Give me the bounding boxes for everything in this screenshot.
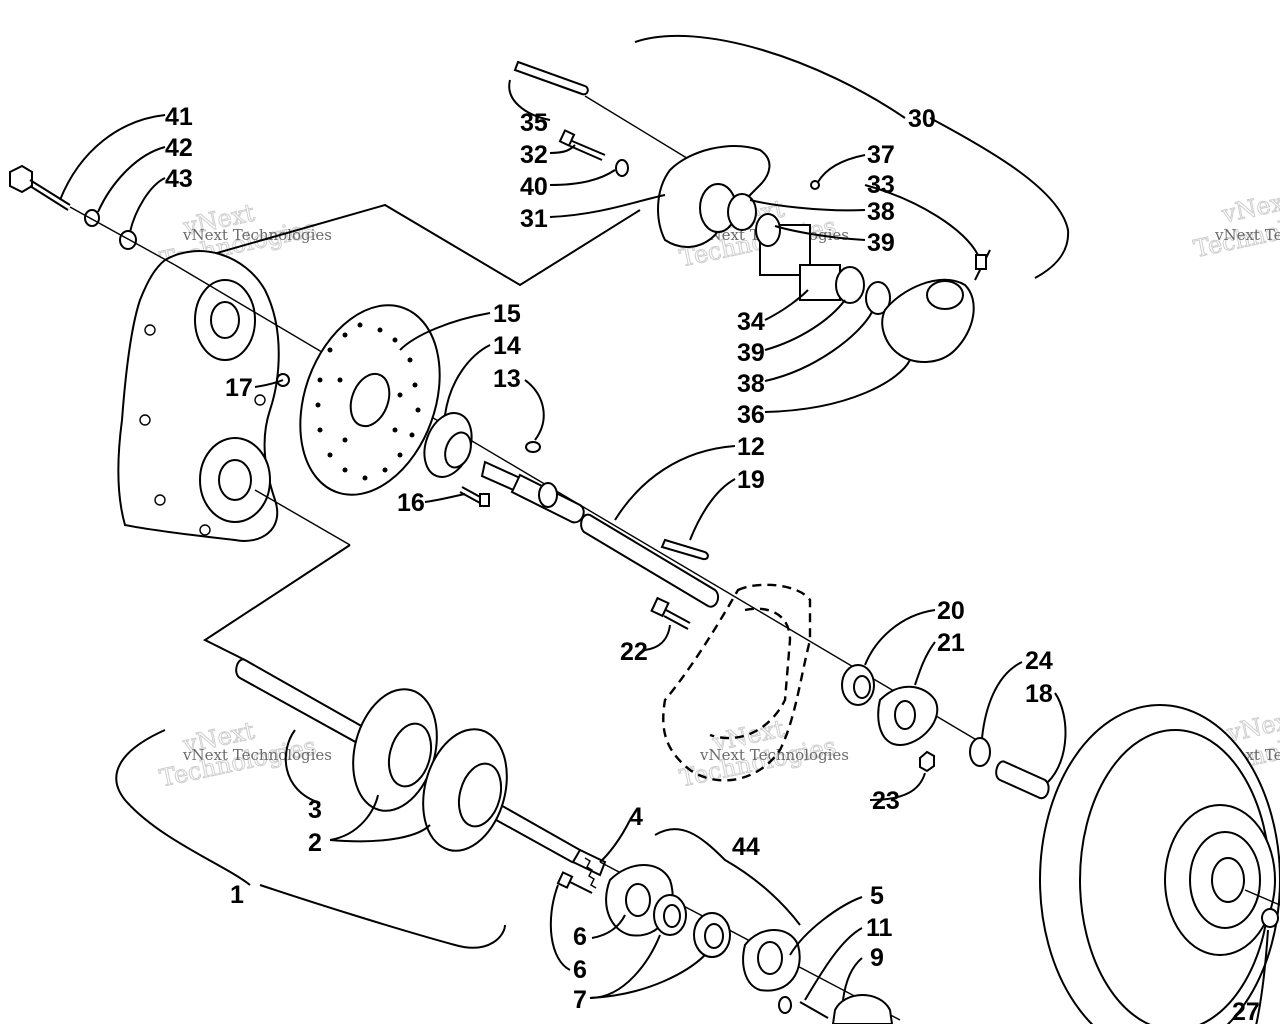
label-3: 3 [308,796,322,824]
label-39b: 39 [737,339,765,367]
piston-seal-set [727,193,891,315]
bracket-1 [115,729,506,949]
callout-labels: 41 42 43 35 32 40 31 30 37 33 38 39 34 3… [165,103,1260,1024]
spacer-18 [995,760,1050,800]
bolt-41 [9,164,71,211]
brake-pad-set [759,224,841,301]
bracket-30 [634,34,1070,279]
ring-24 [969,737,991,767]
label-15: 15 [493,300,521,328]
washer-42 [84,209,100,227]
label-30: 30 [908,105,936,133]
key-19 [660,538,709,561]
watermark-small: vNext Technologies [699,746,849,764]
label-42: 42 [165,134,193,162]
label-11: 11 [866,914,893,942]
label-18: 18 [1025,680,1053,708]
fitting-33 [974,249,991,281]
pin-35 [513,60,589,96]
label-27: 27 [1232,998,1260,1024]
label-38b: 38 [737,370,765,398]
label-43: 43 [165,165,193,193]
watermark-top-right: vNext Technologies [1191,186,1280,264]
bearing-5a [653,894,687,936]
label-36: 36 [737,401,765,429]
label-6b: 5 [870,882,884,910]
label-33: 33 [867,171,895,199]
brake-hub [423,412,473,478]
drive-sprocket-2 [422,728,508,852]
plate-9 [831,994,894,1024]
label-17: 17 [225,374,253,402]
label-22: 22 [620,638,648,666]
label-13: 13 [493,365,521,393]
label-7: 6 [573,956,587,984]
key-13 [525,441,541,453]
bolt-16 [459,486,490,507]
label-23: 23 [872,787,900,815]
bearing-housing-plate [662,583,812,782]
label-12: 12 [737,433,765,461]
spring-4 [584,857,597,889]
shaft-tube-19 [580,513,719,608]
label-24: 24 [1025,647,1053,675]
label-32: 32 [520,141,548,169]
axis-line [69,206,176,266]
label-37: 37 [867,141,895,169]
flange-21 [877,685,939,747]
label-5: 7 [573,986,587,1014]
bearing-5b [693,912,731,958]
label-1: 1 [230,881,244,909]
label-41: 41 [165,103,193,131]
label-31: 31 [520,205,548,233]
label-35: 35 [520,109,548,137]
assembly-outline-upper [174,203,641,287]
brake-disc [299,304,441,496]
nut-23 [919,750,935,773]
label-39a: 39 [867,229,895,257]
label-4: 4 [629,803,643,831]
bleeder-37 [810,180,820,190]
label-44: 44 [732,833,760,861]
bolt-22 [650,596,691,630]
label-20: 20 [937,597,965,625]
washer-27 [1261,908,1279,928]
label-21: 21 [937,629,965,657]
flange-plate-6b [742,929,801,992]
label-9: 9 [870,944,884,972]
bolt-7 [556,871,593,894]
label-6a: 6 [573,923,587,951]
bolt-32 [558,129,606,161]
assembly-outline-lower [202,544,351,661]
washer-40 [615,159,629,177]
caliper-axis [584,95,691,161]
watermark-small: vNext Technologies [182,746,332,764]
chaincase-housing [117,250,290,542]
label-34: 34 [737,308,765,336]
label-16: 16 [397,489,425,517]
label-38a: 38 [867,198,895,226]
leader-lines [59,79,1269,1024]
label-14: 14 [493,332,521,360]
label-19: 19 [737,466,765,494]
bracket-44 [654,828,801,926]
caliper-half-36 [881,278,975,363]
label-2: 2 [308,829,322,857]
watermark-small: vNext Technologies [1214,226,1280,244]
bolt-11 [778,996,829,1019]
driven-sheave [1039,704,1280,1024]
lower-axis-line [254,489,351,546]
washer-43 [119,230,137,250]
bearing-20 [841,664,875,706]
label-40: 40 [520,173,548,201]
brake-shaft [480,460,585,524]
